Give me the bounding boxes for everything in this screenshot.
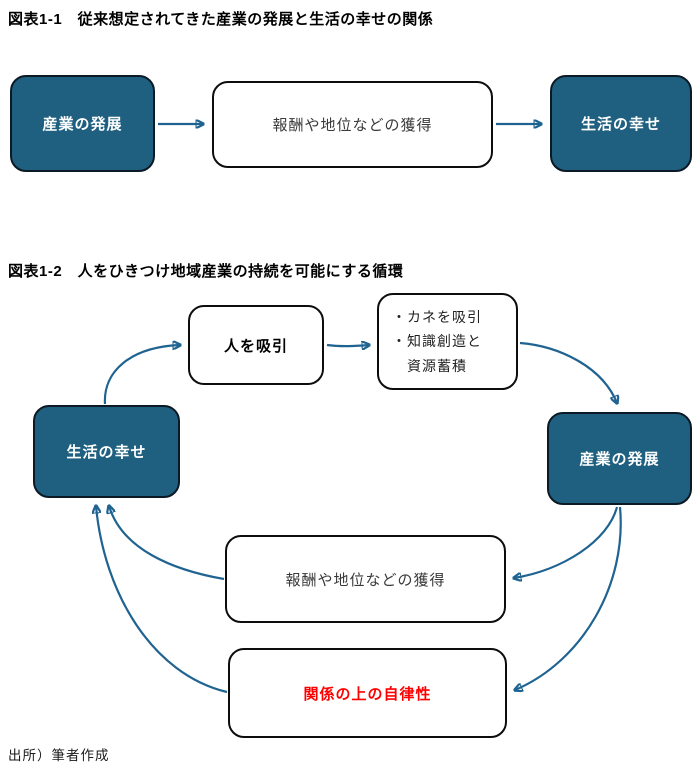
arrow-f2-industry-to-autonomy (515, 506, 622, 690)
figure2-node-life-happiness: 生活の幸せ (33, 405, 180, 498)
figure1-node-industry-development: 産業の発展 (10, 75, 155, 172)
figure2-node-relational-autonomy: 関係の上の自律性 (228, 648, 507, 738)
figure2-node-attract-people-label: 人を吸引 (223, 337, 288, 355)
figure1-node-reward-status: 報酬や地位などの獲得 (212, 81, 493, 168)
figure2-title: 図表1-2 人をひきつけ地域産業の持続を可能にする循環 (8, 263, 404, 280)
figure2-node-attract-people: 人を吸引 (188, 305, 324, 385)
figure2-money-bullet-3: 資源蓄積 (407, 357, 467, 374)
figure1-node-industry-label: 産業の発展 (42, 116, 123, 133)
arrow-f2-industry-to-reward (514, 506, 619, 578)
figure2-money-bullet-2: ・知識創造と (392, 333, 482, 350)
figure2-node-industry-label: 産業の発展 (579, 451, 660, 468)
arrow-f2-people-to-money (326, 345, 369, 346)
arrow-f2-money-to-industry (519, 341, 617, 403)
figure1-node-reward-label: 報酬や地位などの獲得 (272, 117, 433, 134)
arrow-f2-autonomy-to-happiness (96, 506, 228, 694)
figure2-node-industry-development: 産業の発展 (547, 412, 692, 505)
figure2-node-reward-status: 報酬や地位などの獲得 (225, 535, 506, 623)
figure2-node-happiness-label: 生活の幸せ (66, 444, 147, 461)
figure1-node-life-happiness: 生活の幸せ (550, 75, 692, 172)
figure1-node-happiness-label: 生活の幸せ (580, 116, 661, 133)
arrow-f2-happiness-to-people (103, 345, 180, 405)
figure1-title: 図表1-1 従来想定されてきた産業の発展と生活の幸せの関係 (8, 11, 434, 28)
figure2-node-attract-money: ・カネを吸引 ・知識創造と 資源蓄積 (377, 293, 518, 390)
figure2-node-autonomy-label: 関係の上の自律性 (303, 685, 432, 703)
source-note: 出所）筆者作成 (8, 748, 110, 763)
figure2-money-bullet-1: ・カネを吸引 (392, 308, 482, 325)
figure2-node-reward-label: 報酬や地位などの獲得 (285, 571, 446, 589)
arrow-f2-reward-to-happiness (109, 506, 225, 581)
